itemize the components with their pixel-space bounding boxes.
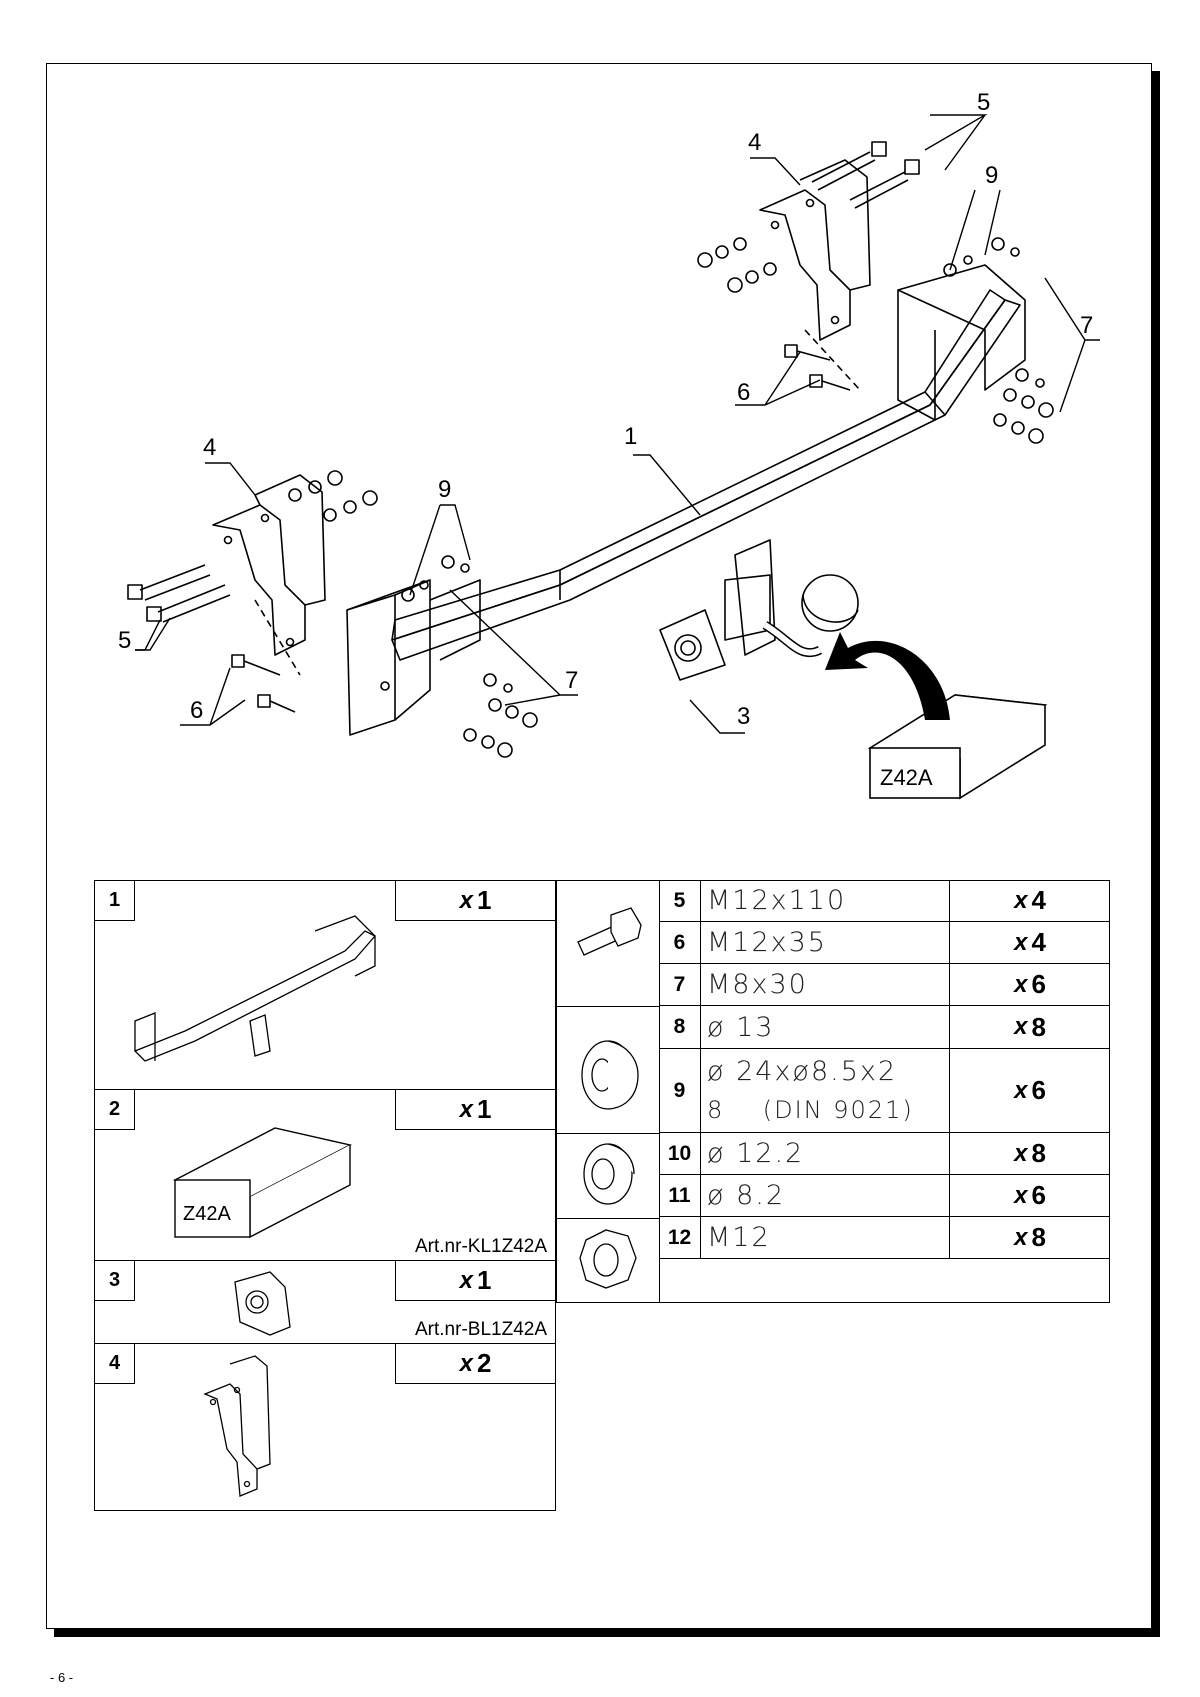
nut-icon-cell xyxy=(556,1218,660,1303)
callout-5-right: 5 xyxy=(977,89,990,116)
part-number: 1 xyxy=(95,881,135,921)
part-spec: ø 12.2 xyxy=(701,1133,950,1174)
callout-labels: 1 3 4 4 5 5 6 6 7 7 9 9 xyxy=(118,89,1093,730)
part-spec: M12 xyxy=(701,1217,950,1258)
part-spec: ø 24xø8.5x2 8 (DIN 9021) xyxy=(701,1049,950,1132)
part-spec-line-2: 8 (DIN 9021) xyxy=(707,1095,914,1124)
callout-7-left: 7 xyxy=(565,667,578,694)
part-spec: ø 8.2 xyxy=(701,1175,950,1216)
part-spec: M8x30 xyxy=(701,964,950,1005)
electrical-kit-box-drawing: Z42A xyxy=(867,694,1048,800)
part-number: 3 xyxy=(95,1261,135,1301)
row-divider xyxy=(659,880,660,1259)
page-number: - 6 - xyxy=(50,1670,74,1685)
callout-9-right: 9 xyxy=(985,162,998,189)
box-label: Z42A xyxy=(880,765,933,790)
electrical-kit-box-icon: Z42A xyxy=(172,1127,353,1239)
socket-plate-icon xyxy=(234,1271,291,1336)
flat-washer-icon xyxy=(581,1040,639,1110)
exploded-diagram: Z42A 1 3 4 4 5 5 6 6 7 7 9 9 xyxy=(118,89,1100,800)
bracket-icon xyxy=(203,1355,271,1497)
callout-6-right: 6 xyxy=(737,379,750,406)
part-number: 9 xyxy=(659,1049,701,1132)
part-number: 2 xyxy=(95,1090,135,1130)
long-bolts-drawing xyxy=(127,141,920,623)
part-number: 8 xyxy=(659,1006,701,1048)
callout-4-left: 4 xyxy=(203,434,216,461)
tow-bar-thumbnail-icon xyxy=(133,915,377,1062)
part-number: 6 xyxy=(659,922,701,963)
callout-4-right: 4 xyxy=(748,129,761,156)
curved-arrow-icon xyxy=(825,632,950,720)
part-number: 11 xyxy=(659,1175,701,1216)
callout-3: 3 xyxy=(737,703,750,730)
callout-7-right: 7 xyxy=(1080,312,1093,339)
article-number: Art.nr-BL1Z42A xyxy=(415,1319,547,1340)
spring-washer-icon xyxy=(583,1143,635,1205)
left-bracket-drawing xyxy=(212,474,326,676)
part-number: 4 xyxy=(95,1344,135,1384)
article-number: Art.nr-KL1Z42A xyxy=(415,1236,547,1257)
callout-leaders xyxy=(135,114,1100,734)
part-number: 12 xyxy=(659,1217,701,1258)
part-number: 10 xyxy=(659,1133,701,1174)
right-bracket-drawing xyxy=(759,159,871,391)
fastener-icons xyxy=(577,907,642,1289)
part-spec: M12x35 xyxy=(701,922,950,963)
part-number: 7 xyxy=(659,964,701,1005)
box-label: Z42A xyxy=(183,1203,231,1225)
callout-6-left: 6 xyxy=(190,697,203,724)
fasteners-drawing xyxy=(231,237,1054,758)
part-spec: ø 13 xyxy=(701,1006,950,1048)
part-spec-line-1: ø 24xø8.5x2 xyxy=(707,1055,898,1087)
callout-1: 1 xyxy=(624,423,637,450)
bolt-icon xyxy=(577,907,642,956)
hex-nut-icon xyxy=(579,1229,637,1289)
callout-5-left: 5 xyxy=(118,627,131,654)
part-spec: M12x110 xyxy=(701,880,950,921)
part-number: 5 xyxy=(659,880,701,921)
callout-9-left: 9 xyxy=(438,476,451,503)
